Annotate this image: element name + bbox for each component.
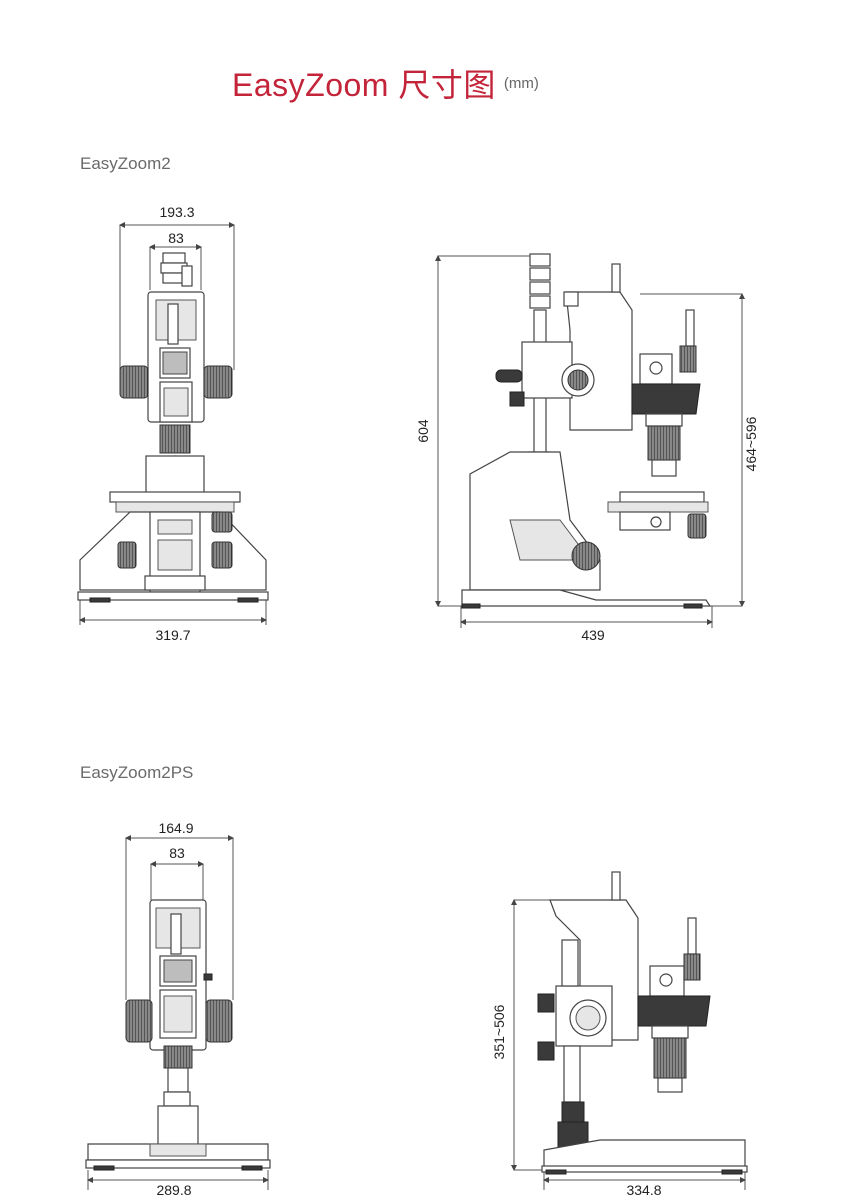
ez2-side-height-range: 464~596 <box>743 416 759 471</box>
ez2-side-view <box>435 253 745 628</box>
ez2ps-side-view <box>511 871 748 1190</box>
ez2-front-width-inner: 83 <box>168 230 184 246</box>
ez2-front-view <box>77 222 269 625</box>
ez2-side-height-total: 604 <box>415 419 431 443</box>
section-label-easyzoom2: EasyZoom2 <box>80 154 171 173</box>
ez2ps-front-width-inner: 83 <box>169 845 185 861</box>
page-title: EasyZoom 尺寸图 (mm) <box>232 60 539 106</box>
section-label-easyzoom2ps: EasyZoom2PS <box>80 763 194 782</box>
ez2ps-side-height-range: 351~506 <box>491 1004 507 1059</box>
ez2ps-front-view <box>85 835 271 1190</box>
title-main: EasyZoom 尺寸图 <box>232 67 496 103</box>
ez2ps-front-width-outer: 164.9 <box>158 820 193 836</box>
ez2ps-side-base-depth: 334.8 <box>626 1182 661 1196</box>
title-unit: (mm) <box>503 75 539 92</box>
ez2ps-front-base-width: 289.8 <box>156 1182 191 1196</box>
ez2-front-base-width: 319.7 <box>155 627 190 643</box>
ez2-side-base-depth: 439 <box>581 627 605 643</box>
ez2-front-width-outer: 193.3 <box>159 204 194 220</box>
